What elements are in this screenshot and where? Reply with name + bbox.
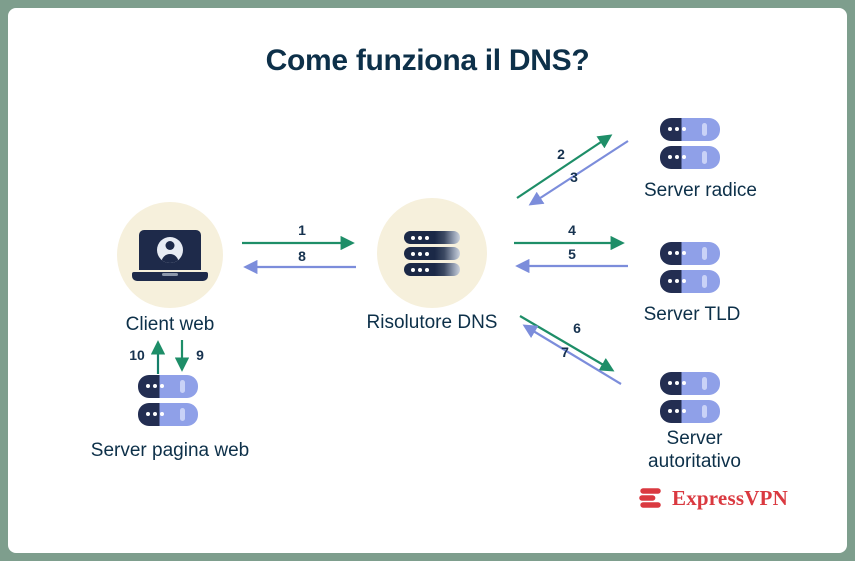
step-label-3: 3 [570,169,578,185]
step-label-2: 2 [557,146,565,162]
dns-resolver-node [377,198,487,308]
server-rack-row [660,146,720,169]
server-rack-row [404,230,460,244]
step-label-9: 9 [196,347,204,363]
server-rack-row [660,270,720,293]
expressvpn-logo: ExpressVPN [636,484,788,512]
server-rack-row [404,246,460,260]
step-label-4: 4 [568,222,576,238]
server-rack-row [138,403,198,426]
authoritative-server-label: Server autoritativo [648,428,741,472]
root-server-label: Server radice [644,180,757,201]
step-label-5: 5 [568,246,576,262]
laptop-icon [132,229,208,281]
tld-server-label: Server TLD [643,304,741,325]
web-page-server-label: Server pagina web [90,440,250,461]
expressvpn-wordmark: ExpressVPN [672,485,788,510]
tld-server-icon [660,242,720,293]
step-label-7: 7 [561,344,569,360]
client-web-node [117,202,223,308]
server-rack-row [660,242,720,265]
web-page-server-icon [138,375,198,426]
user-avatar-icon [157,236,183,263]
dns-resolver-label: Risolutore DNS [366,312,498,333]
laptop-base [132,271,208,281]
server-rack-row [404,262,460,276]
resolver-server-icon [404,230,460,276]
server-rack-row [660,400,720,423]
step-label-10: 10 [129,347,145,363]
expressvpn-logo-icon [639,488,661,508]
step-label-1: 1 [298,222,306,238]
server-rack-row [660,372,720,395]
client-web-label: Client web [125,314,215,335]
authoritative-server-icon [660,372,720,423]
server-rack-row [660,118,720,141]
server-rack-row [138,375,198,398]
root-server-icon [660,118,720,169]
diagram-title: Come funziona il DNS? [265,44,590,77]
step-label-8: 8 [298,248,306,264]
step-label-6: 6 [573,320,581,336]
laptop-screen [139,229,201,270]
